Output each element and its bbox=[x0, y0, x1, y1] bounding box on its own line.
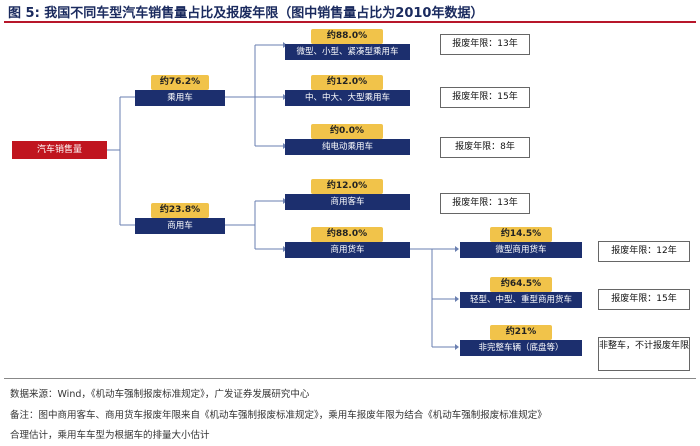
node-share: 约12.0% bbox=[311, 179, 383, 194]
node-commercial-vehicle: 约23.8% 商用车 bbox=[135, 203, 225, 235]
node-share: 约64.5% bbox=[490, 277, 552, 292]
footer-rule bbox=[4, 378, 696, 379]
node-passenger-car: 约76.2% 乘用车 bbox=[135, 75, 225, 107]
scrap-period-box: 报废年限：13年 bbox=[440, 34, 530, 55]
scrap-period-box: 非整车，不计报废年限 bbox=[598, 337, 690, 371]
node-share: 约12.0% bbox=[311, 75, 383, 90]
node-share: 约88.0% bbox=[311, 29, 383, 44]
scrap-period-box: 报废年限：13年 bbox=[440, 193, 530, 214]
node-share: 约0.0% bbox=[311, 124, 383, 139]
node-label: 中、中大、大型乘用车 bbox=[285, 90, 410, 106]
node-share: 约14.5% bbox=[490, 227, 552, 242]
scrap-period-box: 报废年限：15年 bbox=[598, 289, 690, 310]
node-label: 商用车 bbox=[135, 218, 225, 234]
source-note: 数据来源：Wind，《机动车强制报废标准规定》，广发证券发展研究中心 bbox=[10, 389, 310, 400]
node-label: 非完整车辆（底盘等） bbox=[460, 340, 582, 356]
node-mini-small-compact-car: 约88.0% 微型、小型、紧凑型乘用车 bbox=[285, 29, 410, 61]
figure-title: 图 5: 我国不同车型汽车销售量占比及报废年限（图中销售量占比为2010年数据） bbox=[8, 6, 484, 21]
node-share: 约23.8% bbox=[151, 203, 209, 218]
node-incomplete-vehicle: 约21% 非完整车辆（底盘等） bbox=[460, 325, 582, 357]
node-label: 轻型、中型、重型商用货车 bbox=[460, 292, 582, 308]
node-share: 约88.0% bbox=[311, 227, 383, 242]
node-commercial-truck: 约88.0% 商用货车 bbox=[285, 227, 410, 259]
node-light-medium-heavy-truck: 约64.5% 轻型、中型、重型商用货车 bbox=[460, 277, 582, 309]
scrap-period-box: 报废年限：15年 bbox=[440, 87, 530, 108]
remark-line-2: 合理估计，乘用车车型为根据车的排量大小估计 bbox=[10, 430, 210, 441]
title-rule bbox=[4, 21, 696, 23]
node-share: 约21% bbox=[490, 325, 552, 340]
scrap-period-box: 报废年限：12年 bbox=[598, 241, 690, 262]
node-label: 微型商用货车 bbox=[460, 242, 582, 258]
remark-line-1: 备注：图中商用客车、商用货车报废年限来自《机动车强制报废标准规定》，乘用车报废年… bbox=[10, 410, 547, 421]
node-label: 纯电动乘用车 bbox=[285, 139, 410, 155]
node-label: 乘用车 bbox=[135, 90, 225, 106]
node-share: 约76.2% bbox=[151, 75, 209, 90]
node-label: 微型、小型、紧凑型乘用车 bbox=[285, 44, 410, 60]
scrap-period-box: 报废年限：8年 bbox=[440, 137, 530, 158]
node-commercial-bus: 约12.0% 商用客车 bbox=[285, 179, 410, 211]
node-label: 商用货车 bbox=[285, 242, 410, 258]
node-mid-large-car: 约12.0% 中、中大、大型乘用车 bbox=[285, 75, 410, 107]
node-electric-car: 约0.0% 纯电动乘用车 bbox=[285, 124, 410, 156]
node-mini-truck: 约14.5% 微型商用货车 bbox=[460, 227, 582, 259]
node-label: 商用客车 bbox=[285, 194, 410, 210]
root-node-vehicle-sales: 汽车销售量 bbox=[12, 141, 107, 159]
